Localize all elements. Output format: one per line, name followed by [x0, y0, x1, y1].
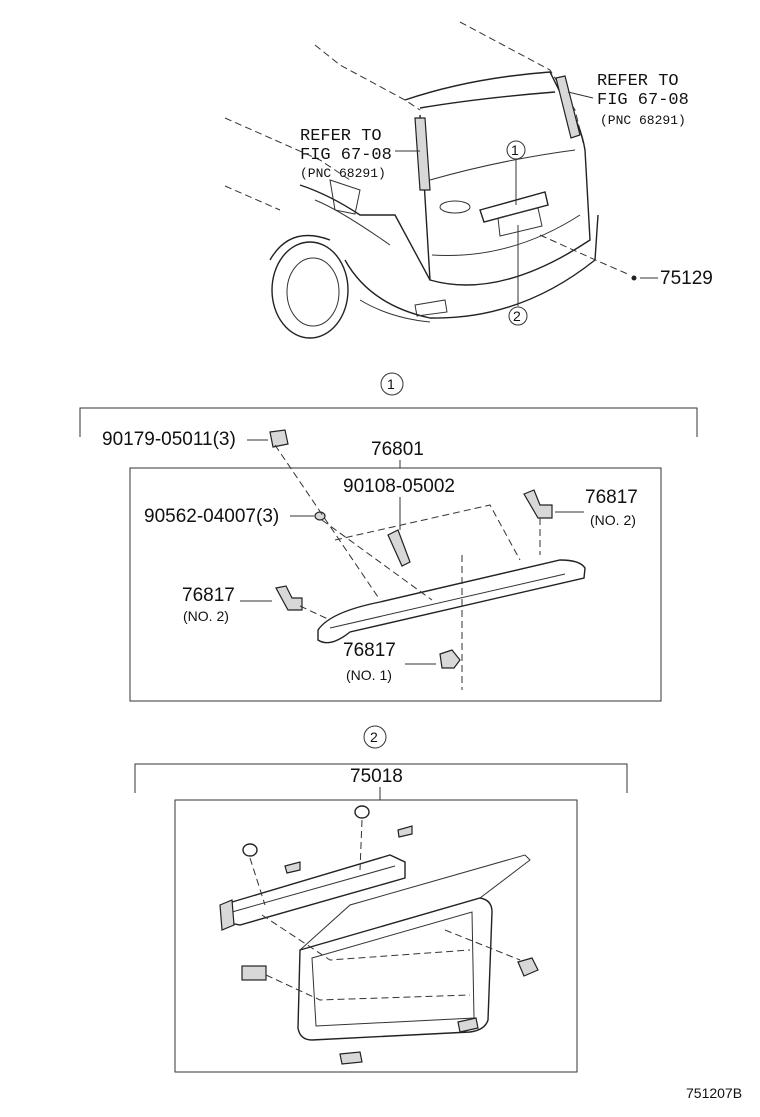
svg-text:(NO. 2): (NO. 2): [183, 608, 229, 624]
svg-text:REFER TO: REFER TO: [300, 127, 382, 146]
vehicle-rear-illustration: [224, 21, 637, 339]
svg-text:76817: 76817: [585, 487, 638, 508]
svg-text:76817: 76817: [182, 585, 235, 606]
group-1-header: 1: [79, 372, 698, 437]
part-label-90108: 90108-05002: [343, 476, 455, 567]
svg-text:90179-05011(3): 90179-05011(3): [102, 429, 236, 450]
license-garnish-75018: [219, 805, 539, 1065]
assembly-label-75018: 75018: [350, 766, 403, 800]
svg-text:FIG 67-08: FIG 67-08: [597, 91, 689, 110]
garnish-76801: [274, 444, 586, 690]
svg-text:1: 1: [511, 142, 519, 158]
svg-text:2: 2: [370, 729, 378, 745]
svg-text:(NO. 2): (NO. 2): [590, 512, 636, 528]
svg-text:(NO. 1): (NO. 1): [346, 667, 392, 683]
refer-callout-right: REFER TO FIG 67-08 (PNC 68291): [567, 72, 689, 128]
part-label-76817-center: 76817 (NO. 1): [343, 640, 461, 683]
svg-text:76817: 76817: [343, 640, 396, 661]
svg-text:(PNC 68291): (PNC 68291): [600, 113, 686, 128]
refer-callout-left: REFER TO FIG 67-08 (PNC 68291): [300, 127, 420, 181]
svg-text:75018: 75018: [350, 766, 403, 787]
part-label-90562: 90562-04007(3): [144, 506, 326, 527]
svg-text:76801: 76801: [371, 439, 424, 460]
assembly-label-76801: 76801: [371, 439, 424, 468]
svg-text:REFER TO: REFER TO: [597, 72, 679, 91]
part-label-90179: 90179-05011(3): [102, 429, 289, 450]
marker-2-top: 2: [508, 225, 528, 326]
group-2-frame: [174, 799, 578, 1073]
group-2-header: 2: [134, 725, 628, 793]
figure-id: 751207B: [686, 1085, 742, 1101]
svg-text:90108-05002: 90108-05002: [343, 476, 455, 497]
part-label-76817-left: 76817 (NO. 2): [182, 585, 303, 624]
marker-1-top: 1: [506, 140, 526, 205]
svg-text:75129: 75129: [660, 268, 713, 289]
svg-text:1: 1: [387, 376, 395, 392]
svg-text:2: 2: [513, 308, 521, 324]
svg-text:FIG 67-08: FIG 67-08: [300, 146, 392, 165]
part-label-75129: 75129: [640, 268, 713, 289]
group-1-frame: [129, 467, 662, 702]
svg-text:(PNC 68291): (PNC 68291): [300, 166, 386, 181]
svg-text:90562-04007(3): 90562-04007(3): [144, 506, 279, 527]
part-label-76817-right: 76817 (NO. 2): [523, 487, 638, 528]
